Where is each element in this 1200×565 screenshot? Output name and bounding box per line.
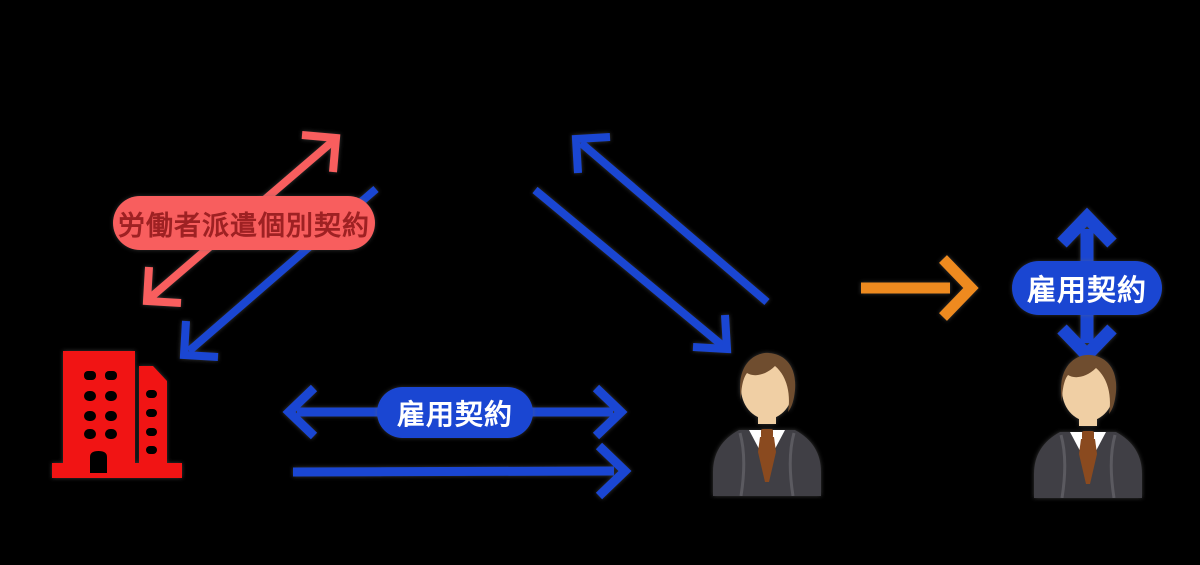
arrowhead-down-right	[692, 314, 732, 354]
arrowhead-left	[282, 384, 318, 440]
arrowhead-right	[592, 384, 628, 440]
blue-arrow-bottom-right	[292, 442, 632, 500]
arrowhead-up-left	[571, 133, 611, 174]
building-windows	[84, 371, 157, 473]
employment-contract-label-center: 雇用契約	[377, 387, 533, 438]
blue-arrow-down-right	[532, 186, 732, 354]
blue-arrow-up-left	[571, 133, 770, 306]
shaft	[532, 186, 726, 350]
orange-arrow-right	[861, 255, 979, 321]
arrowhead-right	[939, 255, 979, 321]
building-icon	[52, 351, 182, 478]
dispatch-arrowhead-down-left	[142, 266, 182, 307]
dispatch-contract-label: 労働者派遣個別契約	[113, 196, 375, 250]
building-door	[90, 451, 107, 473]
dispatch-arrowhead-up-right	[301, 131, 341, 173]
arrowhead-up	[1057, 207, 1117, 248]
shaft	[578, 139, 770, 306]
building-left-tower	[63, 351, 135, 468]
employment-contract-label-right: 雇用契約	[1012, 261, 1162, 315]
businessman-icon-right	[1032, 353, 1144, 498]
arrowhead-down-left	[179, 320, 219, 361]
building-base	[52, 463, 182, 478]
shaft	[292, 466, 615, 477]
businessman-icon-center	[711, 351, 823, 496]
arrowhead-right	[595, 442, 632, 500]
